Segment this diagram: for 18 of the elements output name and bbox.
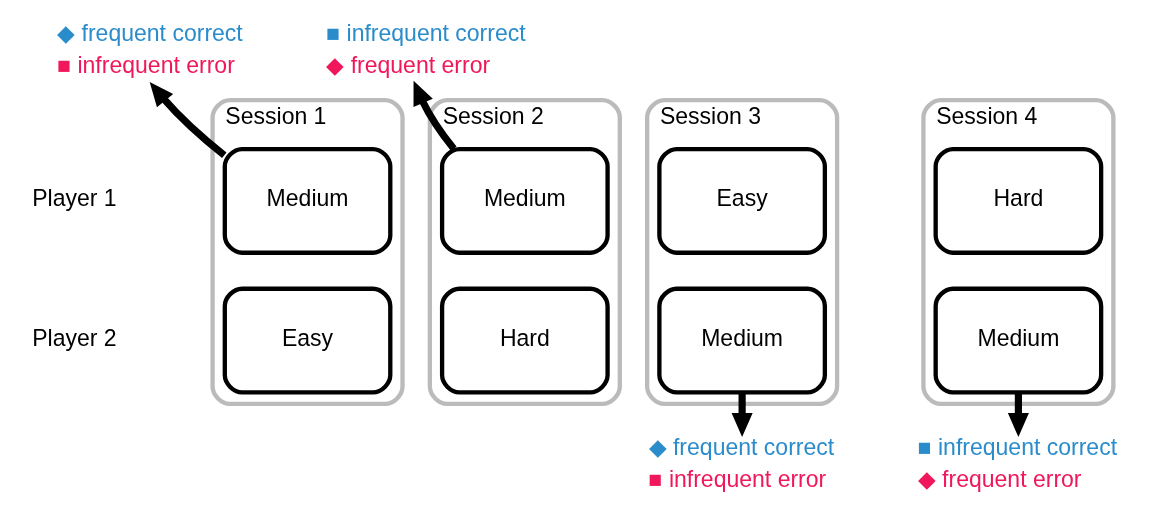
- node-box: Medium: [933, 286, 1103, 395]
- node-box: Medium: [656, 286, 827, 395]
- arrow: [149, 82, 226, 159]
- arrow: [1007, 392, 1029, 438]
- node-box: Medium: [222, 147, 392, 255]
- node-box: Hard: [933, 147, 1103, 255]
- arrow: [413, 80, 457, 151]
- node-box: Easy: [222, 286, 392, 395]
- node-text: ■ infrequent correct ◆ frequent error: [325, 19, 526, 78]
- node-text: ■ infrequent correct ◆ frequent error: [917, 434, 1117, 493]
- arrow: [731, 392, 753, 438]
- label: Player 2: [31, 324, 117, 351]
- node-text: ◆ frequent correct ■ infrequent error: [648, 434, 834, 493]
- node-box: Medium: [439, 147, 610, 255]
- node-box: Easy: [656, 147, 827, 255]
- node-box: Hard: [439, 286, 610, 395]
- node-text: ◆ frequent correct ■ infrequent error: [56, 19, 243, 78]
- label: Player 1: [31, 185, 117, 212]
